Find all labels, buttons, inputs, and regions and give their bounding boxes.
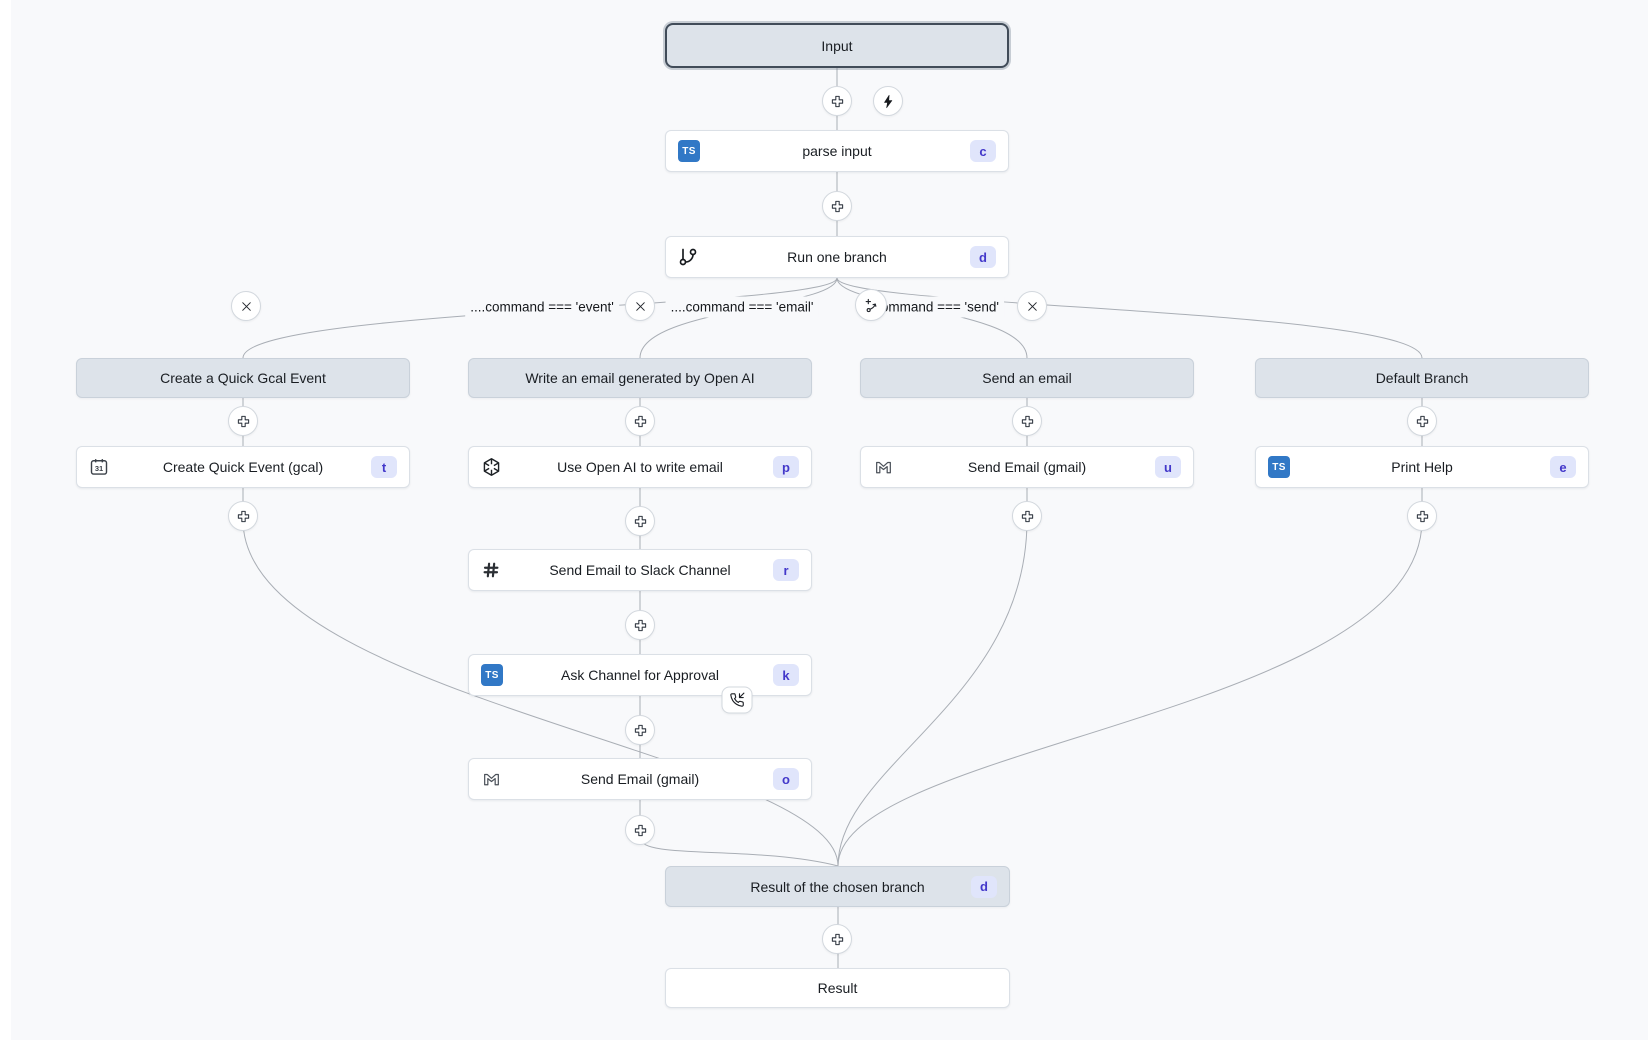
slack-icon [481,560,501,580]
x-icon [635,301,645,311]
trigger-button[interactable] [873,86,903,116]
insert-step-button[interactable] [1012,501,1042,531]
step-label: Print Help [1391,459,1453,475]
step-label: Ask Channel for Approval [561,667,719,683]
step-label: Create Quick Event (gcal) [162,459,324,475]
add-branch-button[interactable] [855,289,887,321]
step-id-badge: p [773,456,799,478]
insert-step-button[interactable] [625,610,655,640]
branch-header-label: Default Branch [1375,370,1469,386]
insert-step-button[interactable] [228,501,258,531]
step-id-badge: u [1155,456,1181,478]
branch-header-openai[interactable]: Write an email generated by Open AI [468,358,812,398]
step-label: parse input [802,143,872,159]
insert-step-button[interactable] [822,924,852,954]
insert-step-button[interactable] [625,715,655,745]
calendar-icon: 31 [89,457,109,477]
bottom-gutter [0,1040,1648,1048]
typescript-icon: TS [1268,456,1290,478]
step-id-badge: r [773,559,799,581]
node-result[interactable]: Result [665,968,1010,1008]
suspend-approval-button[interactable] [721,686,753,714]
step-label: Send Email (gmail) [580,771,700,787]
node-result-of-chosen-branch[interactable]: Result of the chosen branch d [665,866,1010,907]
branch-header-default[interactable]: Default Branch [1255,358,1589,398]
step-id-badge: d [971,875,997,898]
node-label: Input [821,37,853,54]
svg-text:31: 31 [95,464,103,473]
openai-icon [481,457,502,478]
lightning-icon [883,94,892,108]
gmail-icon [481,769,502,790]
delete-branch-button[interactable] [1017,291,1047,321]
node-label: Result of the chosen branch [750,878,925,895]
step-label: Send Email to Slack Channel [549,562,731,578]
node-input[interactable]: Input [665,23,1009,68]
gmail-icon [873,457,894,478]
insert-step-button[interactable] [1012,406,1042,436]
insert-step-button[interactable] [625,406,655,436]
branch-plus-icon [865,298,876,312]
step-create-quick-event[interactable]: 31 Create Quick Event (gcal) t [76,446,410,488]
step-label: Use Open AI to write email [557,459,723,475]
branch-header-label: Create a Quick Gcal Event [160,370,326,386]
step-send-gmail-right[interactable]: Send Email (gmail) u [860,446,1194,488]
x-icon [241,301,251,311]
step-send-slack[interactable]: Send Email to Slack Channel r [468,549,812,591]
step-id-badge: t [371,456,397,478]
insert-step-button[interactable] [1407,406,1437,436]
insert-step-button[interactable] [1407,501,1437,531]
delete-branch-button[interactable] [625,291,655,321]
step-parse-input[interactable]: TS parse input c [665,130,1009,172]
x-icon [1027,301,1037,311]
step-id-badge: k [773,664,799,686]
delete-branch-button[interactable] [231,291,261,321]
git-branch-icon [678,247,698,267]
insert-step-button[interactable] [822,191,852,221]
branch-condition: ....command === 'send' [854,296,1004,318]
phone-incoming-icon [730,692,745,707]
step-label: Run one branch [787,249,887,265]
insert-step-button[interactable] [625,815,655,845]
step-use-openai[interactable]: Use Open AI to write email p [468,446,812,488]
step-print-help[interactable]: TS Print Help e [1255,446,1589,488]
typescript-icon: TS [481,664,503,686]
step-id-badge: d [970,246,996,268]
typescript-icon: TS [678,140,700,162]
branch-header-send-email[interactable]: Send an email [860,358,1194,398]
insert-step-button[interactable] [822,86,852,116]
branch-condition: ....command === 'event' [465,296,619,318]
branch-condition: ....command === 'email' [665,296,819,318]
insert-step-button[interactable] [625,506,655,536]
step-label: Send Email (gmail) [967,459,1087,475]
left-gutter [0,0,11,1048]
branch-header-label: Write an email generated by Open AI [525,370,755,386]
step-send-gmail-mid[interactable]: Send Email (gmail) o [468,758,812,800]
insert-step-button[interactable] [228,406,258,436]
step-id-badge: e [1550,456,1576,478]
branch-header-label: Send an email [982,370,1072,386]
node-label: Result [817,980,858,996]
step-id-badge: c [970,140,996,162]
branch-header-gcal[interactable]: Create a Quick Gcal Event [76,358,410,398]
step-id-badge: o [773,768,799,790]
step-ask-approval[interactable]: TS Ask Channel for Approval k [468,654,812,696]
step-run-one-branch[interactable]: Run one branch d [665,236,1009,278]
